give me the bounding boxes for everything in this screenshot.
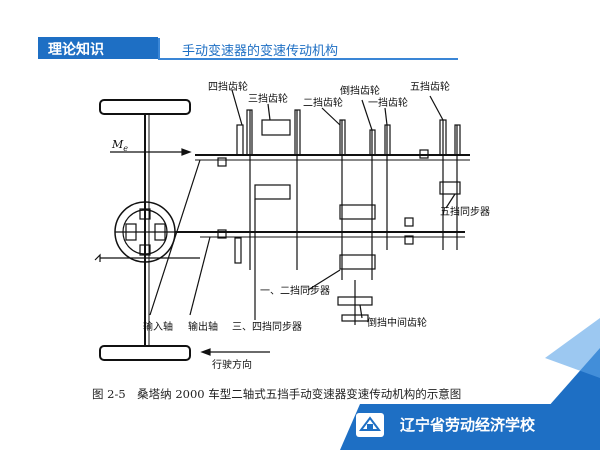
label-second-gear: 二挡齿轮 (303, 96, 343, 109)
label-third-gear: 三挡齿轮 (248, 92, 288, 105)
label-me: Me (111, 138, 128, 153)
label-first-second-sync: 一、二挡同步器 (260, 284, 330, 297)
me-symbol: M (111, 138, 124, 151)
school-logo-icon (356, 413, 384, 437)
section-tab: 理论知识 (38, 37, 158, 59)
label-reverse-idler: 倒挡中间齿轮 (367, 316, 427, 329)
label-first-gear: 一挡齿轮 (368, 96, 408, 109)
school-name: 辽宁省劳动经济学校 (400, 416, 536, 434)
header-divider-vertical (158, 38, 160, 59)
page-title: 手动变速器的变速传动机构 (182, 44, 339, 59)
label-reverse-gear: 倒挡齿轮 (340, 84, 380, 97)
header-underline (158, 58, 458, 60)
label-third-fourth-sync: 三、四挡同步器 (232, 320, 302, 333)
label-output-shaft: 输出轴 (188, 320, 218, 333)
label-fourth-gear: 四挡齿轮 (208, 80, 248, 93)
figure-caption: 图 2-5 桑塔纳 2000 车型二轴式五挡手动变速器变速传动机构的示意图 (92, 387, 462, 401)
label-input-shaft: 输入轴 (143, 320, 173, 333)
label-fifth-sync: 五挡同步器 (440, 205, 490, 218)
section-label: 理论知识 (48, 42, 104, 58)
me-subscript: e (123, 144, 128, 153)
footer-band (340, 404, 600, 450)
label-direction: 行驶方向 (212, 358, 252, 371)
top-wheel (99, 99, 191, 115)
label-fifth-gear: 五挡齿轮 (410, 80, 450, 93)
bottom-wheel (99, 345, 191, 361)
